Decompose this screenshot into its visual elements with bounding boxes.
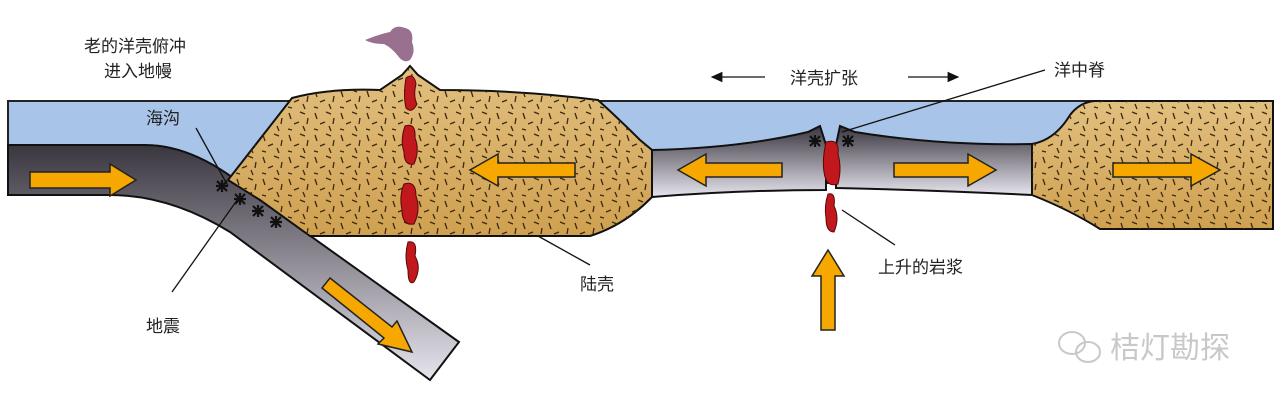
label-subduction-line1: 老的洋壳俯冲 xyxy=(84,37,186,57)
arrow-left-icon xyxy=(676,152,783,188)
label-subduction-line2: 进入地幔 xyxy=(104,62,172,82)
volcano-smoke xyxy=(365,26,414,62)
label-spreading: 洋壳扩张 xyxy=(790,69,858,89)
magma-blobs xyxy=(400,75,841,284)
label-continental-crust: 陆壳 xyxy=(580,275,614,295)
wechat-icon xyxy=(1058,331,1101,363)
arrow-right-icon xyxy=(893,152,998,188)
leader-lines xyxy=(171,69,1046,293)
continental-crust-left xyxy=(226,64,653,237)
arrow-right-icon xyxy=(29,162,138,198)
arrow-left-icon xyxy=(468,152,576,188)
earthquake-star-icons xyxy=(216,135,854,228)
label-earthquake: 地震 xyxy=(146,317,180,337)
motion-arrows xyxy=(29,152,1222,354)
label-trench: 海沟 xyxy=(146,109,180,129)
label-rising-magma: 上升的岩浆 xyxy=(878,258,963,278)
subducting-oceanic-plate xyxy=(7,144,461,382)
arrow-down-right-icon xyxy=(320,276,414,354)
label-ridge: 洋中脊 xyxy=(1054,61,1105,81)
arrow-up-icon xyxy=(810,248,846,331)
watermark-text: 桔灯勘探 xyxy=(1110,331,1230,366)
arrow-right-icon xyxy=(1112,152,1222,188)
